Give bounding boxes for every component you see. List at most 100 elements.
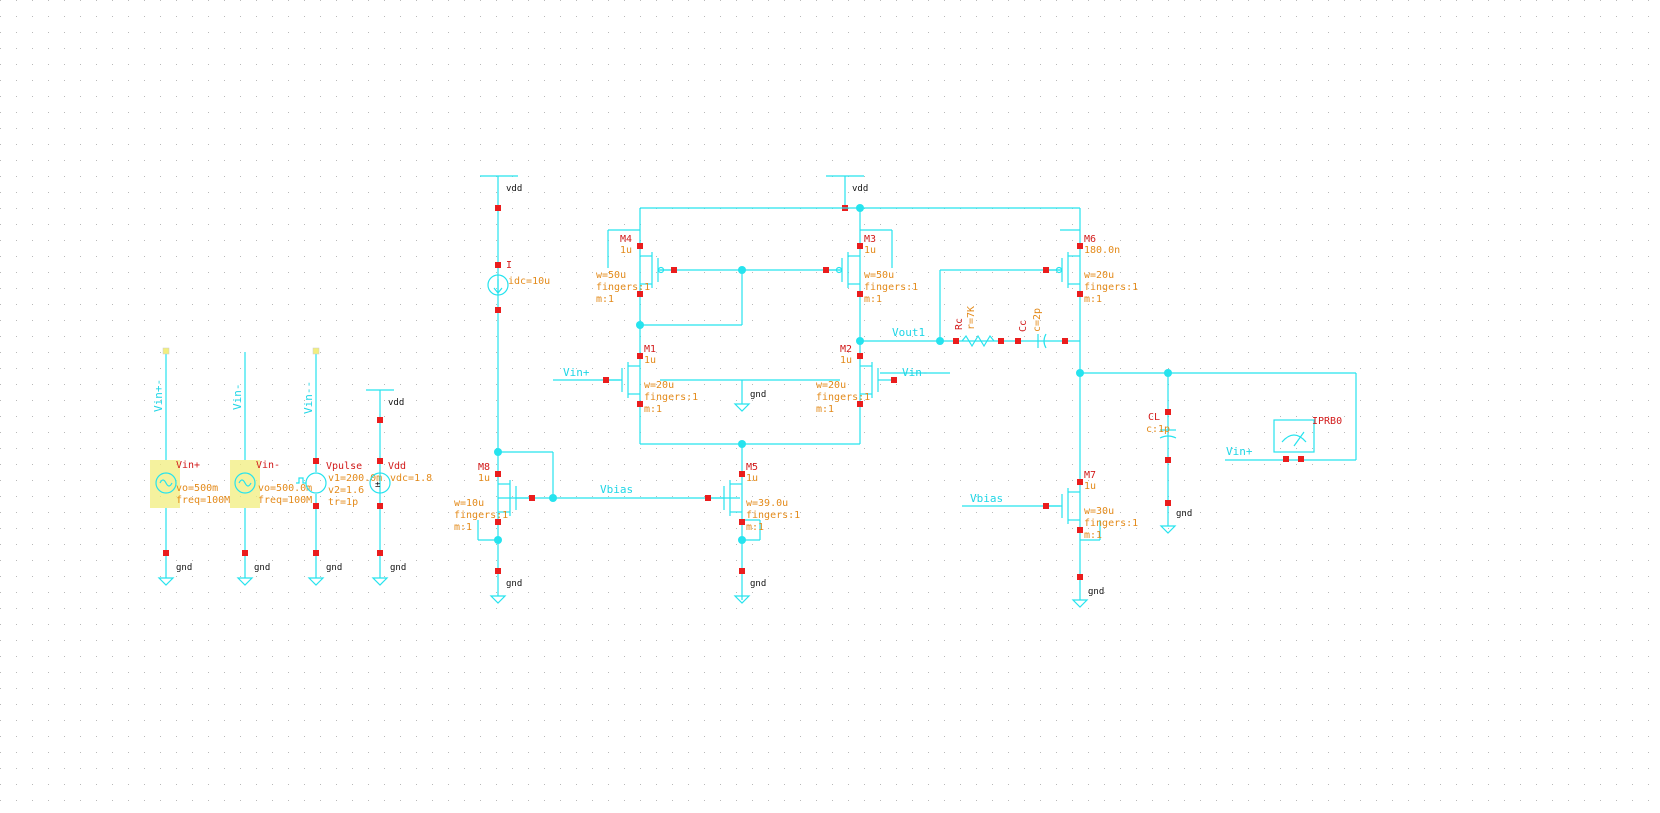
param-idc: idc=10u: [508, 276, 550, 287]
gnd-symbol: gnd: [1071, 574, 1104, 608]
param-fingers: fingers:1: [1084, 518, 1138, 529]
vdd-label: vdd: [852, 184, 868, 194]
param-width: w=30u: [1084, 506, 1114, 517]
vdd-label: vdd: [506, 184, 522, 194]
param-multiplier: m:1: [864, 294, 882, 305]
param-tr: tr=1p: [328, 497, 358, 508]
instance-name: M2: [840, 344, 852, 355]
gnd-label: gnd: [326, 563, 342, 573]
param-width: w=10u: [454, 498, 484, 509]
param-multiplier: m:1: [816, 404, 834, 415]
param-length: 1u: [1084, 481, 1096, 492]
param-freq: freq=100M: [176, 495, 230, 506]
capacitor-cl[interactable]: CL c:1p: [1146, 409, 1177, 506]
net-label-vin-plus-wire: Vin+-: [152, 379, 165, 412]
meter-icon: [1273, 419, 1315, 453]
svg-text:±: ±: [375, 480, 381, 490]
svg-text:gnd: gnd: [750, 579, 766, 589]
current-probe[interactable]: IPRB0: [1273, 416, 1342, 462]
instance-name: Vpulse: [326, 461, 362, 472]
instance-name: I: [506, 260, 512, 271]
param-multiplier: m:1: [644, 404, 662, 415]
param-fingers: fingers:1: [454, 510, 508, 521]
instance-name: M4: [620, 234, 632, 245]
bias-branch[interactable]: vdd I idc=10u Vbias gnd: [480, 175, 740, 604]
gnd-label: gnd: [176, 563, 192, 573]
source-vdd[interactable]: vdd ± gnd Vdd vdc=1.8: [366, 389, 432, 586]
net-label-vin-minus: Vin-: [902, 366, 929, 379]
param-length: 1u: [644, 355, 656, 366]
current-source-symbol: [487, 274, 509, 296]
param-v1: v1=200.0m: [328, 473, 382, 484]
net-label-vbias: Vbias: [600, 483, 633, 496]
param-width: w=50u: [596, 270, 626, 281]
capacitor-cc[interactable]: Cc c=2p: [1015, 308, 1068, 349]
svg-text:gnd: gnd: [750, 390, 766, 400]
param-vo: vo=500m: [176, 483, 218, 494]
param-fingers: fingers:1: [816, 392, 870, 403]
param-length: 1u: [746, 473, 758, 484]
instance-name: M7: [1084, 470, 1096, 481]
param-multiplier: m:1: [746, 522, 764, 533]
param-vo: vo=500.0m: [258, 483, 312, 494]
param-length: 1u: [620, 245, 632, 256]
instance-name: Rc: [954, 318, 965, 330]
net-label-vin-plus: Vin+: [563, 366, 590, 379]
param-multiplier: m:1: [596, 294, 614, 305]
net-label-vin-pm-wire: Vin--: [302, 381, 315, 414]
gnd-symbol: gnd: [733, 568, 766, 604]
param-length: 1u: [478, 473, 490, 484]
gnd-label: gnd: [506, 579, 522, 589]
net-label-vin-minus-wire: Vin-: [231, 384, 244, 411]
instance-name: IPRB0: [1312, 416, 1342, 427]
param-fingers: fingers:1: [864, 282, 918, 293]
source-vin-minus[interactable]: Vin- gnd Vin- vo=500.0m freq=100M: [230, 352, 312, 586]
instance-name: Vin-: [256, 460, 280, 471]
param-length: 1u: [840, 355, 852, 366]
source-vin-plus[interactable]: Vin+- gnd Vin+ vo=500m freq=100M: [150, 347, 230, 586]
vdd-label: vdd: [388, 398, 404, 408]
param-width: w=50u: [864, 270, 894, 281]
instance-name: Cc: [1018, 320, 1029, 332]
instance-name: Vdd: [388, 461, 406, 472]
svg-text:gnd: gnd: [1088, 587, 1104, 597]
param-vdc: vdc=1.8: [390, 473, 432, 484]
instance-name: M3: [864, 234, 876, 245]
gnd-symbol: gnd: [733, 380, 766, 412]
gnd-label: gnd: [254, 563, 270, 573]
selection-highlight: [150, 460, 180, 508]
instance-name: M1: [644, 344, 656, 355]
param-fingers: fingers:1: [596, 282, 650, 293]
instance-name: M5: [746, 462, 758, 473]
net-label-vbias: Vbias: [970, 492, 1003, 505]
gnd-label: gnd: [390, 563, 406, 573]
param-fingers: fingers:1: [644, 392, 698, 403]
param-width: w=20u: [644, 380, 674, 391]
param-value: r=7K: [966, 306, 977, 330]
param-length: 1u: [864, 245, 876, 256]
resistor-rc[interactable]: Rc r=7K: [953, 306, 1004, 348]
param-v2: v2=1.6: [328, 485, 364, 496]
param-multiplier: m:1: [1084, 294, 1102, 305]
net-label-vin-plus: Vin+: [1226, 445, 1253, 458]
param-fingers: fingers:1: [1084, 282, 1138, 293]
param-multiplier: m:1: [1084, 530, 1102, 541]
param-multiplier: m:1: [454, 522, 472, 533]
param-width: w=20u: [816, 380, 846, 391]
gnd-symbol: gnd: [1159, 509, 1192, 534]
param-length: 180.0n: [1084, 245, 1120, 256]
instance-name: CL: [1148, 412, 1160, 423]
source-vpulse[interactable]: Vin-- gnd Vpulse v1=200.0m v2=1.6 tr=1p: [296, 347, 382, 586]
param-width: w=20u: [1084, 270, 1114, 281]
